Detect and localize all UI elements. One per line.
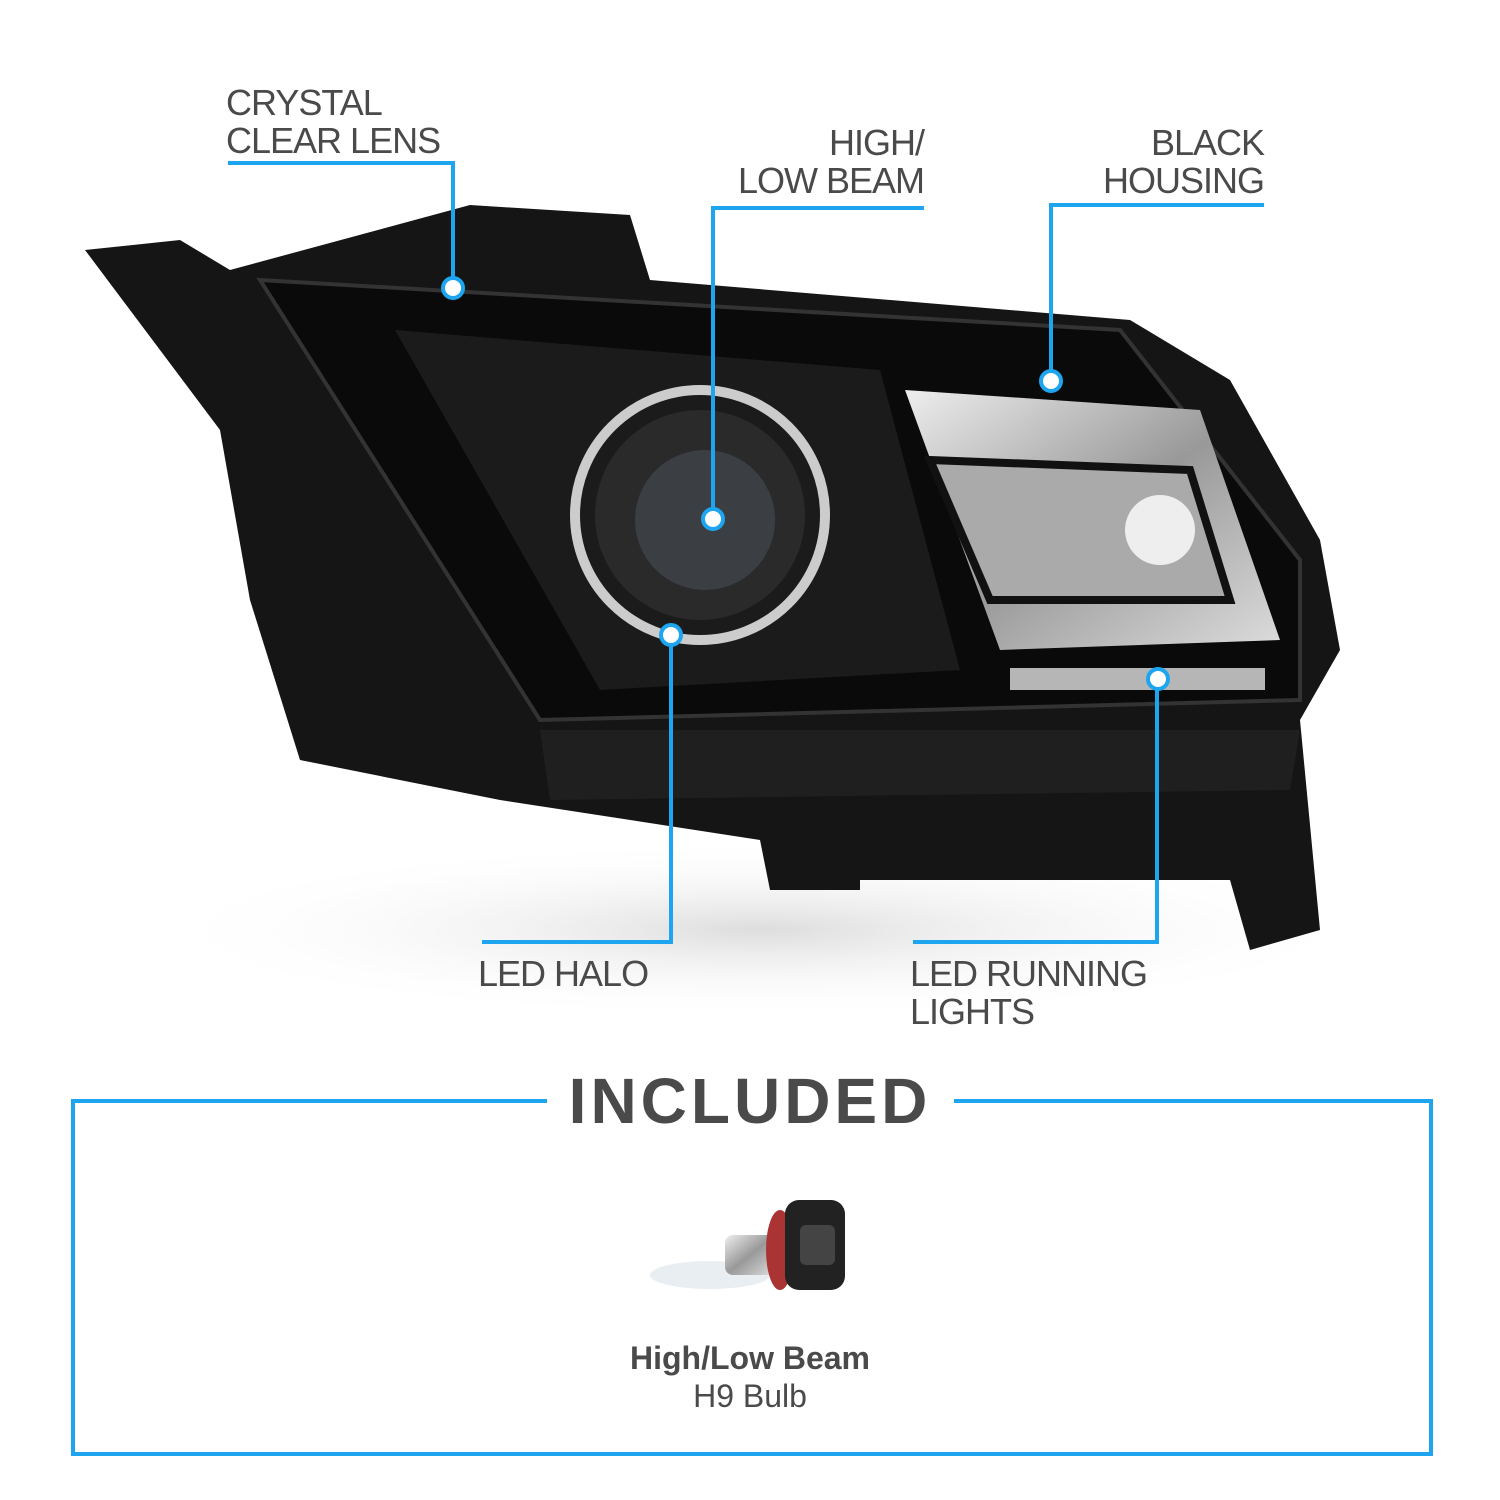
included-box-top-left xyxy=(71,1099,547,1103)
callout-dot xyxy=(701,507,725,531)
callout-text: CRYSTAL xyxy=(226,82,383,123)
callout-dot xyxy=(659,623,683,647)
callout-high-low-beam: HIGH/ LOW BEAM xyxy=(700,122,925,201)
callout-line xyxy=(669,645,673,943)
included-item-subtitle: H9 Bulb xyxy=(693,1378,807,1414)
callout-dot xyxy=(1146,667,1170,691)
callout-line xyxy=(1155,689,1159,943)
callout-text: LED RUNNING xyxy=(910,953,1148,994)
headlight-image xyxy=(85,205,1380,1020)
callout-text: CLEAR LENS xyxy=(226,120,441,161)
included-heading: INCLUDED xyxy=(548,1065,952,1137)
callout-led-running-lights: LED RUNNING LIGHTS xyxy=(910,953,1148,1032)
callout-led-halo: LED HALO xyxy=(478,953,649,994)
callout-text: LOW BEAM xyxy=(737,160,925,201)
included-item-title: High/Low Beam xyxy=(629,1340,870,1376)
callout-line xyxy=(1049,203,1264,207)
callout-line xyxy=(711,206,715,518)
h9-bulb-image xyxy=(650,1200,845,1290)
included-box xyxy=(71,1099,1433,1456)
callout-line xyxy=(451,161,455,287)
callout-text: LIGHTS xyxy=(910,991,1035,1032)
callout-text: HOUSING xyxy=(1102,160,1265,201)
callout-text: BLACK xyxy=(1150,122,1265,163)
callout-line xyxy=(482,940,673,944)
callout-line xyxy=(913,940,1159,944)
callout-line xyxy=(1049,203,1053,379)
callout-black-housing: BLACK HOUSING xyxy=(1000,122,1265,201)
callout-dot xyxy=(441,276,465,300)
callout-line xyxy=(228,161,455,165)
callout-line xyxy=(711,206,924,210)
callout-text: HIGH/ xyxy=(828,122,925,163)
callout-crystal-clear-lens: CRYSTAL CLEAR LENS xyxy=(226,82,441,161)
included-box-top-right xyxy=(954,1099,1429,1103)
callout-dot xyxy=(1039,369,1063,393)
